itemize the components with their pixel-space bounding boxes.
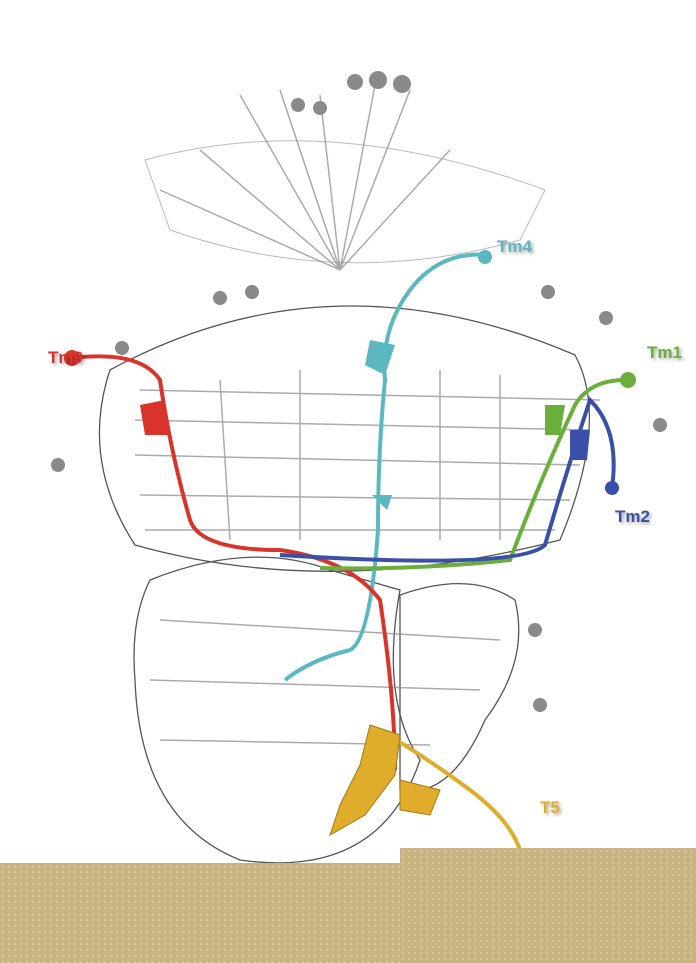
lobula-outline [133,556,421,864]
medulla-outline [98,305,591,572]
tm2-label: Tm2 [615,507,650,526]
tm2-neuron [279,396,616,563]
tm1-neuron [319,378,626,571]
t5-neuron [378,728,522,851]
footer-band-left [0,863,400,963]
footer-band [400,848,696,963]
tm4-label: Tm4 [497,237,532,256]
lamina-outline [144,140,546,264]
t5-label: T5 [540,798,560,817]
tm9-label: Tm9 [48,348,83,367]
lobula-plate-outline [399,583,520,792]
tm4-neuron [283,252,491,682]
tm9-neuron [71,354,397,771]
tm1-label: Tm1 [647,343,682,362]
